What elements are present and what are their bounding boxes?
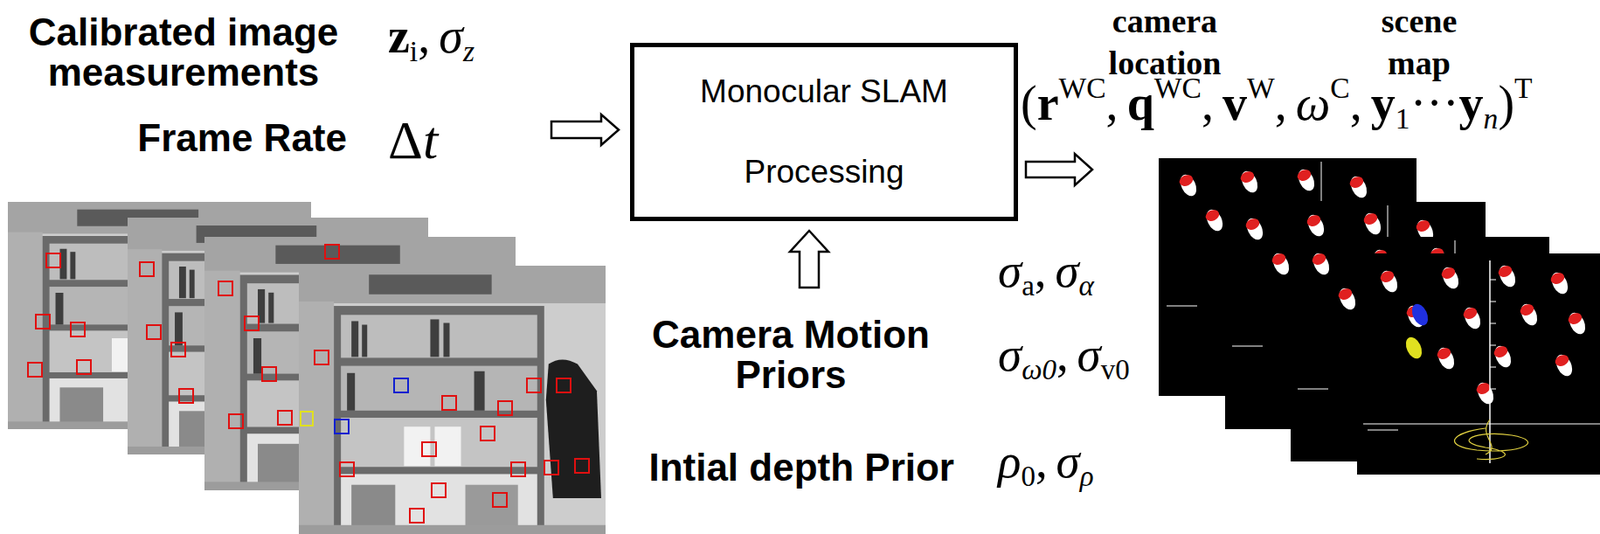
math-symbol: T bbox=[1514, 73, 1533, 104]
math-symbol: z bbox=[387, 11, 410, 61]
math-symbol: , bbox=[417, 11, 430, 61]
math-symbol: ρ bbox=[997, 436, 1021, 485]
math-symbol: , bbox=[1106, 78, 1119, 128]
math-symbol: ω bbox=[1295, 78, 1331, 128]
math-symbol: z bbox=[463, 36, 475, 67]
math-symbol: σ bbox=[1056, 436, 1081, 485]
math-symbol: , bbox=[1350, 78, 1363, 128]
math-symbol: q bbox=[1127, 78, 1155, 128]
prior-label: Camera Motion Priors bbox=[633, 314, 949, 395]
math-expression: zi,σz bbox=[387, 11, 475, 67]
math-symbol: WC bbox=[1059, 73, 1107, 104]
math-symbol: , bbox=[1034, 246, 1047, 295]
math-symbol: t bbox=[422, 112, 438, 167]
math-symbol: n bbox=[1483, 103, 1499, 134]
math-expression: (rWC,qWC,vW,ωC,y1···yn)T bbox=[1020, 73, 1533, 134]
math-symbol: ω0 bbox=[1021, 355, 1057, 385]
math-symbol: r bbox=[1037, 78, 1060, 128]
math-expression: σω0,σv0 bbox=[997, 330, 1130, 385]
math-symbol: C bbox=[1329, 73, 1350, 104]
output-label: scene map bbox=[1357, 0, 1481, 84]
math-symbol: Δ bbox=[387, 112, 423, 167]
math-symbol: v0 bbox=[1101, 355, 1130, 385]
box-text: Monocular SLAM Processing bbox=[675, 51, 973, 213]
math-symbol: WC bbox=[1154, 73, 1202, 104]
math-expression: σa,σα bbox=[997, 246, 1095, 301]
math-symbol: α bbox=[1079, 271, 1095, 301]
math-symbol: ρ bbox=[1080, 462, 1095, 492]
math-symbol: ··· bbox=[1410, 78, 1460, 128]
math-symbol: 1 bbox=[1395, 103, 1411, 134]
math-symbol: v bbox=[1222, 78, 1247, 128]
math-symbol: σ bbox=[997, 246, 1022, 295]
input-label: Calibrated image measurements bbox=[0, 12, 368, 93]
math-symbol: σ bbox=[1054, 246, 1079, 295]
prior-label: Intial depth Prior bbox=[604, 447, 955, 488]
math-symbol: i bbox=[409, 36, 418, 67]
math-symbol: W bbox=[1246, 73, 1275, 104]
output-label: camera location bbox=[1077, 0, 1253, 84]
math-symbol: σ bbox=[1077, 330, 1102, 379]
input-label: Frame Rate bbox=[0, 117, 347, 159]
math-symbol: y bbox=[1371, 78, 1396, 128]
math-symbol: σ bbox=[997, 330, 1022, 379]
math-symbol: ) bbox=[1497, 78, 1515, 128]
math-symbol: , bbox=[1201, 78, 1214, 128]
math-symbol: 0 bbox=[1020, 462, 1036, 492]
math-expression: ρ0,σρ bbox=[997, 436, 1095, 492]
math-symbol: , bbox=[1035, 436, 1048, 485]
math-expression: Δt bbox=[387, 112, 438, 167]
math-symbol: y bbox=[1459, 78, 1484, 128]
process-box: Monocular SLAM Processing bbox=[630, 42, 1019, 222]
math-symbol: , bbox=[1274, 78, 1288, 128]
math-symbol: , bbox=[1056, 330, 1069, 379]
math-symbol: σ bbox=[438, 11, 464, 61]
math-symbol: ( bbox=[1020, 78, 1038, 128]
math-symbol: a bbox=[1021, 271, 1035, 301]
